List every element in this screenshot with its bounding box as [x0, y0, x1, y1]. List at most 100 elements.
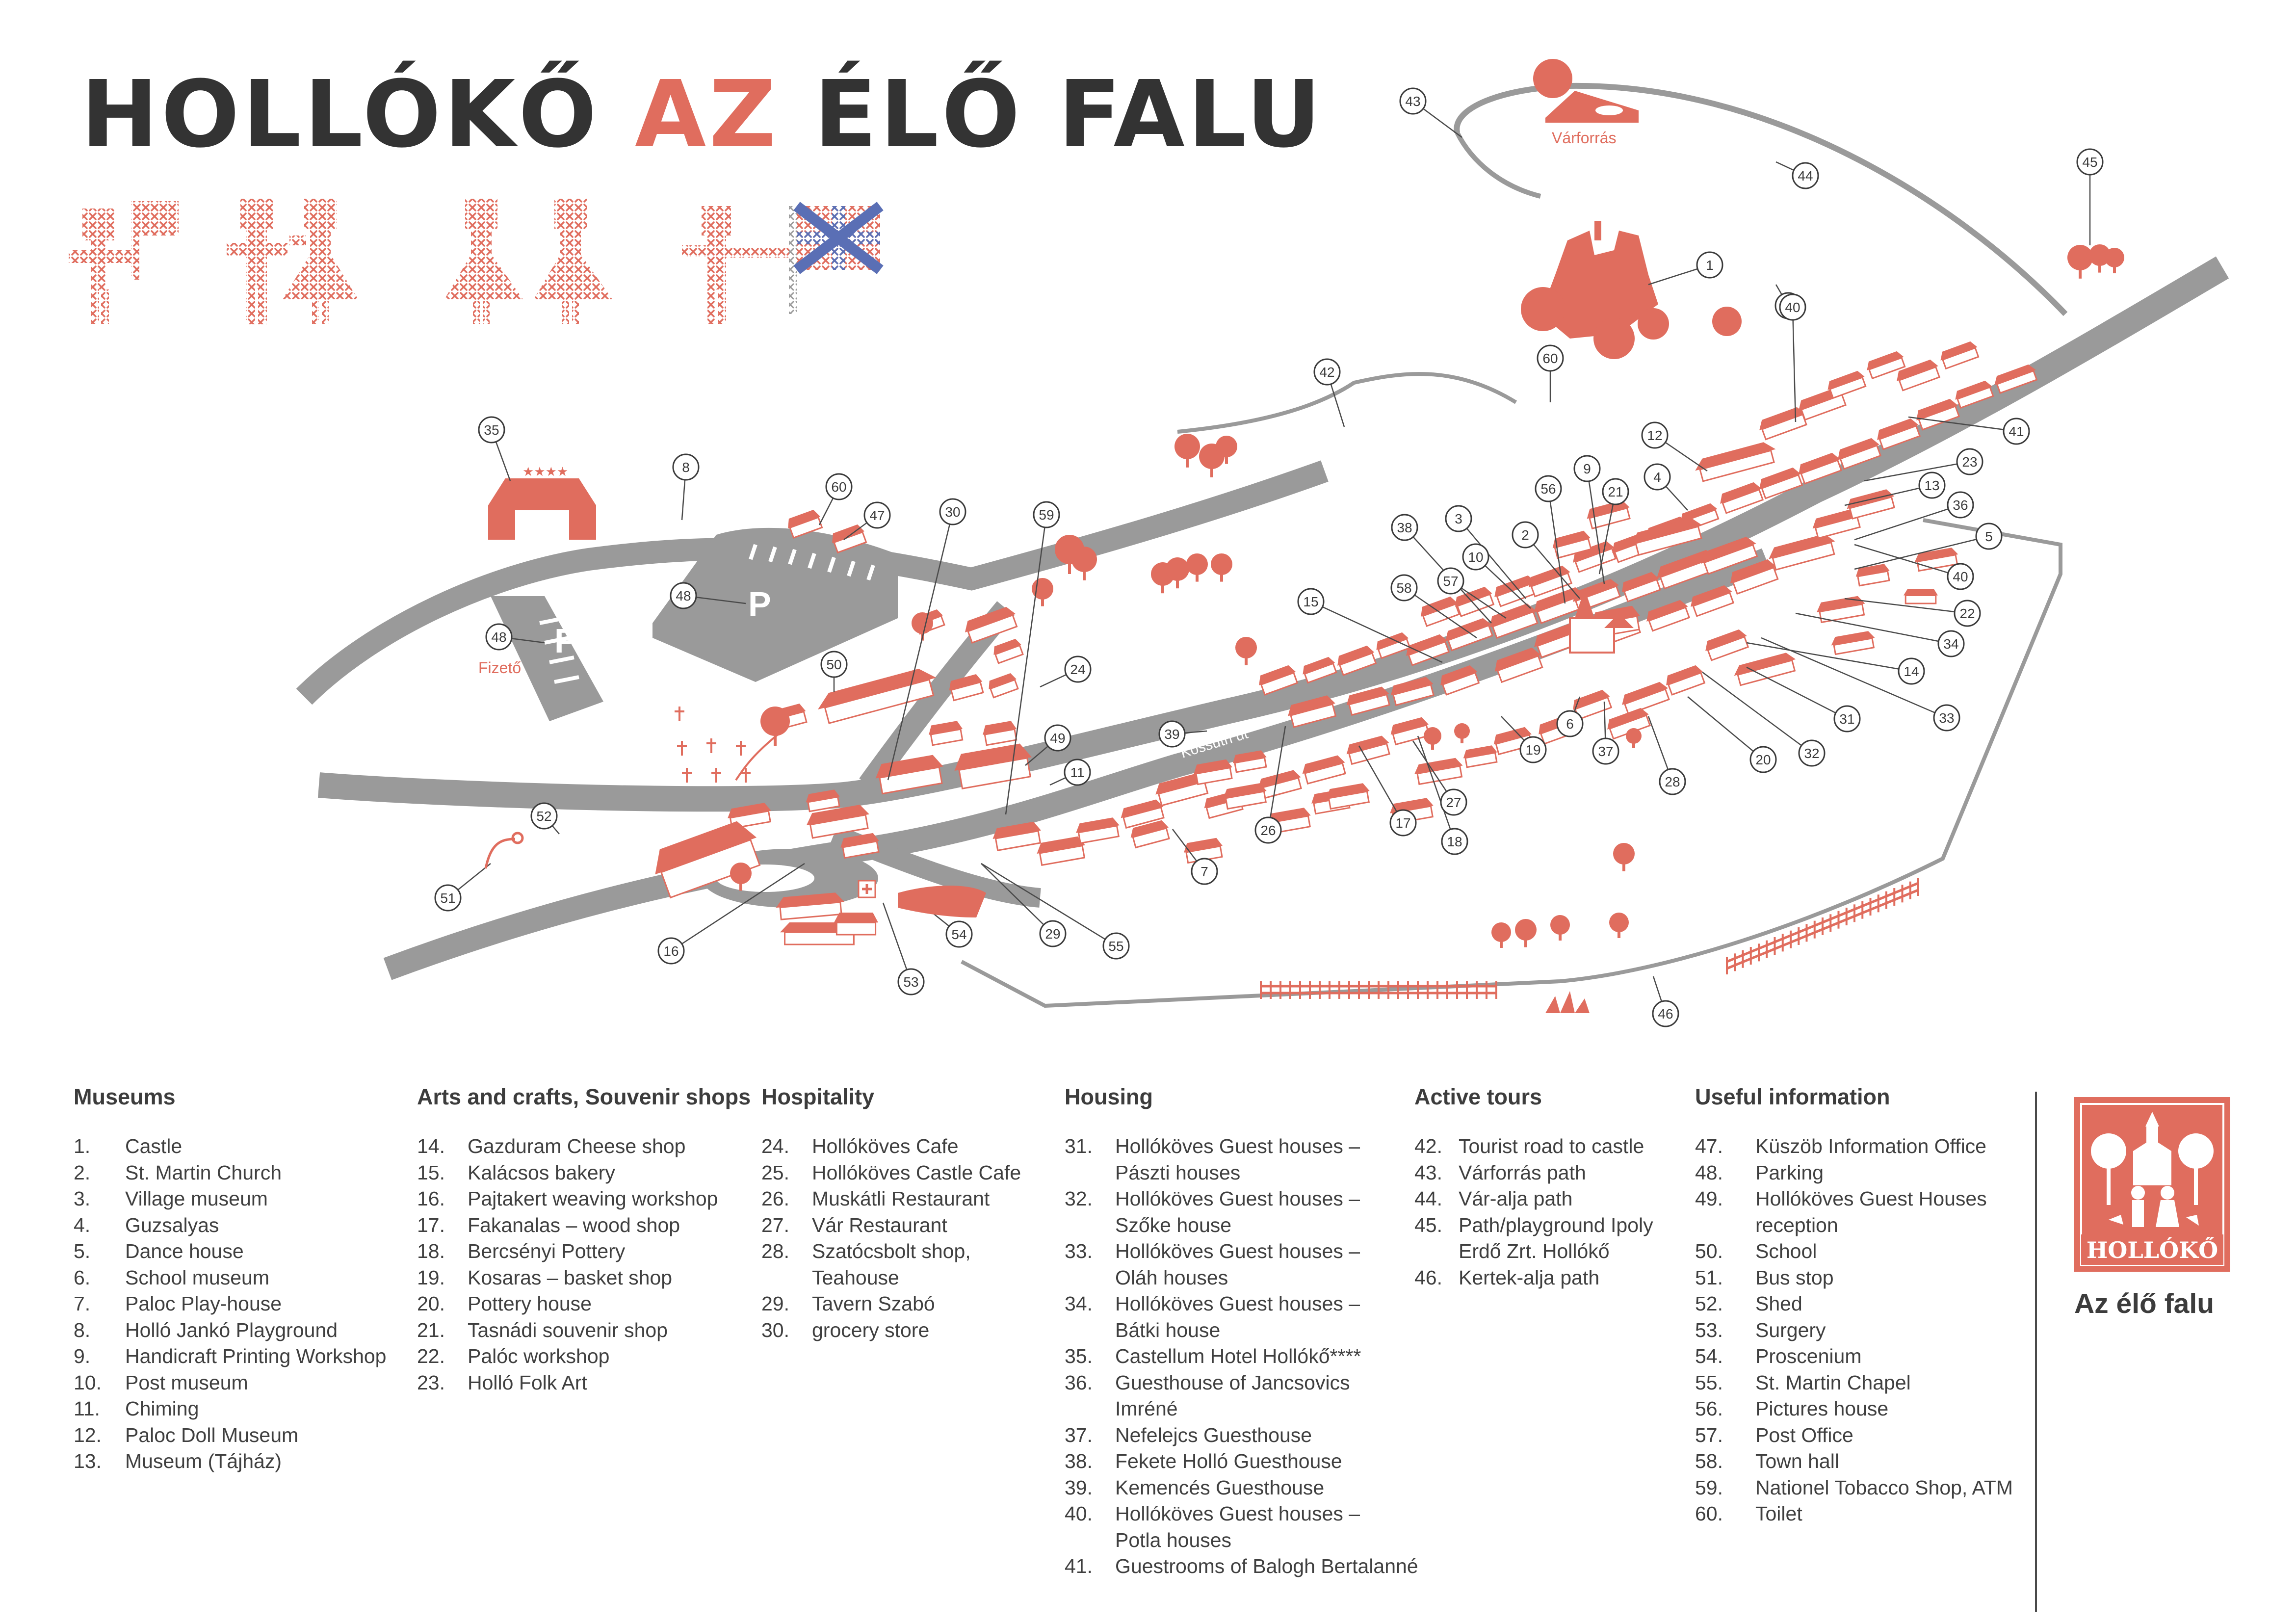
- marker-number: 48: [491, 629, 506, 645]
- tree-icon: [1613, 843, 1635, 871]
- map-marker[interactable]: 10: [1462, 543, 1489, 571]
- house-icon: [655, 821, 761, 899]
- legend-item-label: Dance house: [125, 1240, 244, 1262]
- legend-item-label: Fekete Holló Guesthouse: [1115, 1450, 1342, 1472]
- marker-number: 45: [2082, 155, 2097, 170]
- castle-icon[interactable]: [1521, 221, 1742, 359]
- map-marker[interactable]: 16: [657, 937, 685, 965]
- house-icon: [1587, 500, 1631, 530]
- map-marker[interactable]: 27: [1440, 788, 1467, 816]
- legend-housing: Housing 31.Hollóköves Guest houses –Pász…: [1065, 1084, 1418, 1580]
- map-marker[interactable]: 30: [939, 498, 966, 525]
- marker-number: 60: [1542, 351, 1558, 366]
- map-marker[interactable]: 21: [1602, 478, 1629, 505]
- map-marker[interactable]: 35: [478, 416, 505, 444]
- leader-line: [1792, 307, 1797, 422]
- map-marker[interactable]: 39: [1158, 720, 1186, 748]
- map-marker[interactable]: 43: [1399, 87, 1427, 115]
- map-marker[interactable]: 19: [1519, 736, 1547, 763]
- marker-number: 16: [663, 943, 678, 959]
- map-marker[interactable]: 31: [1833, 705, 1861, 733]
- legend-item-number: 37.: [1065, 1423, 1093, 1446]
- map-marker[interactable]: 13: [1918, 471, 1946, 499]
- legend-item: 51.Bus stop: [1695, 1265, 2013, 1291]
- map-marker[interactable]: 9: [1573, 455, 1601, 482]
- map-marker[interactable]: 51: [434, 884, 462, 912]
- marker-number: 21: [1608, 484, 1623, 499]
- map-marker[interactable]: 37: [1592, 737, 1619, 765]
- map-marker[interactable]: 40: [1779, 293, 1806, 321]
- map-marker[interactable]: 28: [1659, 768, 1686, 795]
- legend-item-number: 13.: [74, 1450, 102, 1472]
- map-marker[interactable]: 49: [1044, 724, 1071, 752]
- legend-item-number: 48.: [1695, 1161, 1723, 1184]
- map-marker[interactable]: 20: [1749, 746, 1777, 773]
- map-marker[interactable]: 53: [897, 968, 925, 995]
- map-marker[interactable]: 23: [1956, 448, 1983, 475]
- map-marker[interactable]: 41: [2003, 418, 2030, 445]
- map-marker[interactable]: 55: [1102, 932, 1130, 960]
- map-marker[interactable]: 45: [2076, 148, 2104, 176]
- map-marker[interactable]: 42: [1313, 358, 1341, 386]
- map-marker[interactable]: 4: [1644, 463, 1671, 491]
- map-marker[interactable]: 12: [1641, 421, 1669, 449]
- stitch-figure-woman-icon: [283, 199, 358, 324]
- map-marker[interactable]: 57: [1437, 567, 1464, 595]
- map-marker[interactable]: 33: [1933, 704, 1960, 732]
- map-marker[interactable]: 58: [1390, 574, 1418, 602]
- marker-number: 30: [945, 504, 960, 520]
- map-marker[interactable]: 47: [863, 501, 891, 529]
- house-icon: [965, 606, 1018, 644]
- map-marker[interactable]: 34: [1937, 630, 1965, 657]
- map-marker[interactable]: 22: [1954, 600, 1981, 627]
- map-marker[interactable]: 11: [1064, 759, 1091, 786]
- house-icon: [840, 833, 880, 859]
- map-marker[interactable]: 40: [1947, 563, 1974, 590]
- marker-number: 9: [1583, 461, 1591, 476]
- map-marker[interactable]: 1: [1696, 251, 1723, 279]
- map-marker[interactable]: 50: [820, 651, 848, 678]
- map-marker[interactable]: 48: [670, 582, 697, 609]
- map-marker[interactable]: 14: [1898, 657, 1925, 685]
- map-marker[interactable]: 15: [1297, 588, 1325, 615]
- legend-item-number: 28.: [761, 1240, 789, 1262]
- legend-item: 52.Shed: [1695, 1291, 2013, 1317]
- map-marker[interactable]: 8: [672, 453, 700, 481]
- map-marker[interactable]: 36: [1947, 491, 1974, 519]
- marker-number: 38: [1397, 520, 1412, 535]
- leader-line: [1417, 735, 1456, 842]
- map-marker[interactable]: 5: [1975, 523, 2003, 550]
- stitch-figure-woman3-icon: [534, 199, 612, 324]
- map-marker[interactable]: 60: [825, 473, 853, 500]
- legend-item-label: Várforrás path: [1459, 1161, 1586, 1184]
- map-marker[interactable]: 59: [1033, 501, 1060, 528]
- map-marker[interactable]: 3: [1445, 505, 1472, 532]
- map-marker[interactable]: 17: [1389, 809, 1417, 837]
- legend-item-label: Palóc workshop: [468, 1345, 610, 1367]
- map-marker[interactable]: 48: [485, 623, 513, 651]
- house-icon: [1691, 585, 1735, 617]
- map-marker[interactable]: 46: [1652, 1000, 1679, 1027]
- map-marker[interactable]: 7: [1191, 858, 1218, 885]
- map-marker[interactable]: 54: [945, 920, 973, 948]
- map-marker[interactable]: 6: [1556, 710, 1584, 737]
- map-marker[interactable]: 44: [1792, 162, 1819, 189]
- map-marker[interactable]: 56: [1535, 475, 1562, 502]
- leader-line: [1746, 666, 1848, 720]
- house-icon: [989, 673, 1019, 699]
- map-marker[interactable]: 18: [1441, 828, 1468, 855]
- map-marker[interactable]: 2: [1512, 521, 1539, 549]
- marker-number: 46: [1658, 1006, 1673, 1022]
- marker-number: 31: [1839, 711, 1854, 727]
- map-marker[interactable]: 29: [1039, 920, 1067, 947]
- map-marker[interactable]: 24: [1064, 655, 1092, 683]
- map-marker[interactable]: 32: [1798, 739, 1826, 767]
- marker-number: 14: [1904, 664, 1919, 679]
- map-marker[interactable]: 60: [1537, 344, 1564, 372]
- map-marker[interactable]: 38: [1391, 514, 1418, 541]
- legend-item-number: 34.: [1065, 1292, 1093, 1315]
- map-marker[interactable]: 26: [1254, 816, 1282, 844]
- map-marker[interactable]: 52: [530, 802, 558, 830]
